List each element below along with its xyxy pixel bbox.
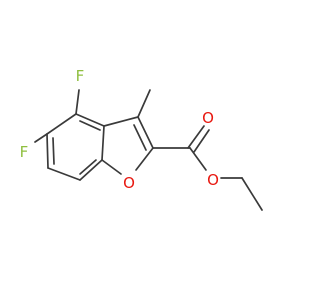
bond-c7-c7a	[47, 167, 81, 181]
bond-c4-c5	[75, 113, 105, 127]
bond-c6-c7-inner	[79, 159, 97, 175]
bond-c3a-c4	[46, 113, 77, 135]
bond-c3-c2-inner	[133, 124, 147, 151]
bond-c6-c7	[79, 159, 103, 181]
bond-c7a-c3a-inner	[52, 137, 55, 165]
bond-c4-f	[75, 89, 80, 115]
bond-ethyl-ch3	[241, 177, 263, 211]
atom-label-o-carbonyl: O	[202, 109, 214, 127]
bond-o1-c6	[101, 159, 122, 175]
bond-c2-o1	[135, 147, 154, 171]
bond-skeleton	[34, 89, 263, 211]
atom-label-o-ring: O	[123, 174, 135, 192]
molecule-structure: F F O O O	[20, 67, 263, 211]
bond-c5-c3	[103, 116, 139, 127]
atom-label-f-top: F	[76, 67, 85, 85]
bond-carbonyl-o-double-a	[187, 125, 205, 149]
bond-c3a-f	[34, 133, 48, 143]
atom-label-o-ester: O	[207, 171, 219, 189]
bond-carbonyl-o-double-b	[193, 129, 210, 153]
bond-c5-c6	[101, 125, 105, 161]
bond-c3-methyl	[137, 89, 151, 118]
bond-c3-c2	[137, 116, 154, 149]
bond-c7a-c3a	[46, 133, 49, 169]
bond-carbonyl-o-ester	[189, 147, 207, 171]
atom-label-f-left: F	[20, 143, 29, 161]
bond-c4-c5-inner	[79, 120, 101, 131]
